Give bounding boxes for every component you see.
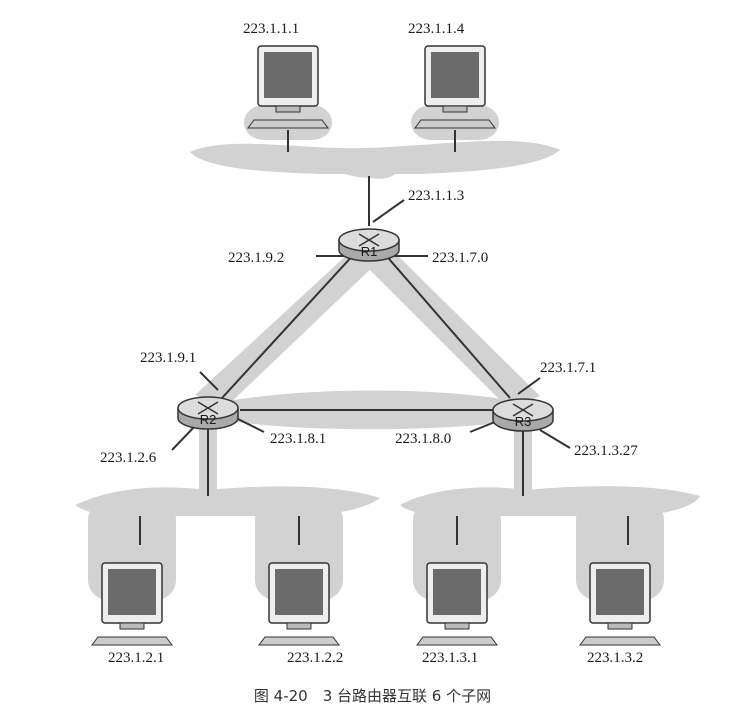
- host-computer-h3: [91, 562, 173, 646]
- host-label-h3: 223.1.2.1: [108, 650, 164, 666]
- host-computer-h6: [579, 562, 661, 646]
- subnet-1-shape: [190, 140, 560, 179]
- pointer-r3-r1: [517, 377, 541, 395]
- host-computer-h2: [414, 45, 496, 129]
- router-arrows-icon: [358, 233, 380, 247]
- screen-icon: [108, 569, 156, 615]
- pointer-r2-r1: [199, 371, 219, 391]
- screen-icon: [264, 52, 312, 98]
- keyboard-icon: [258, 636, 340, 646]
- screen-icon: [275, 569, 323, 615]
- pointer-r3-lan: [539, 429, 571, 449]
- router-r1: R1: [338, 228, 400, 262]
- r2-to-r3-interface-label: 223.1.8.1: [270, 431, 326, 447]
- router-r3: R3: [492, 398, 554, 432]
- host-computer-h4: [258, 562, 340, 646]
- r3-to-r1-interface-label: 223.1.7.1: [540, 360, 596, 376]
- keyboard-icon: [416, 636, 498, 646]
- figure-caption: 图 4-20 3 台路由器互联 6 个子网: [253, 687, 492, 705]
- monitor-stand-icon: [119, 622, 145, 630]
- wire-r1-r3: [382, 251, 511, 399]
- host-computer-h5: [416, 562, 498, 646]
- screen-icon: [431, 52, 479, 98]
- r2-lan-interface-label: 223.1.2.6: [100, 450, 157, 466]
- pointer-r1-lan: [372, 199, 405, 223]
- monitor-stand-icon: [444, 622, 470, 630]
- monitor-stand-icon: [607, 622, 633, 630]
- router-label-r3: R3: [515, 414, 532, 429]
- r2-to-r1-interface-label: 223.1.9.1: [140, 350, 196, 366]
- host-label-h2: 223.1.1.4: [408, 21, 465, 37]
- keyboard-icon: [247, 119, 329, 129]
- router-r2: R2: [177, 396, 239, 430]
- router-arrows-icon: [512, 403, 534, 417]
- pointer-r2-r3: [235, 417, 265, 433]
- r1-lan-interface-label: 223.1.1.3: [408, 188, 464, 204]
- r3-to-r2-interface-label: 223.1.8.0: [395, 431, 451, 447]
- r1-to-r3-interface-label: 223.1.7.0: [432, 250, 488, 266]
- keyboard-icon: [91, 636, 173, 646]
- host-label-h4: 223.1.2.2: [287, 650, 343, 666]
- screen-icon: [596, 569, 644, 615]
- router-label-r1: R1: [361, 244, 378, 259]
- router-arrows-icon: [197, 401, 219, 415]
- host-label-h5: 223.1.3.1: [422, 650, 478, 666]
- screen-icon: [433, 569, 481, 615]
- wire-r1-r2: [221, 251, 357, 399]
- router-label-r2: R2: [200, 412, 217, 427]
- keyboard-icon: [579, 636, 661, 646]
- monitor-stand-icon: [442, 105, 468, 113]
- host-computer-h1: [247, 45, 329, 129]
- host-label-h6: 223.1.3.2: [587, 650, 643, 666]
- pointer-r2-lan: [171, 425, 196, 451]
- r1-to-r2-interface-label: 223.1.9.2: [228, 250, 284, 266]
- subnet-r1-r2-shape: [195, 252, 378, 408]
- r3-lan-interface-label: 223.1.3.27: [574, 443, 638, 459]
- monitor-stand-icon: [286, 622, 312, 630]
- keyboard-icon: [414, 119, 496, 129]
- host-label-h1: 223.1.1.1: [243, 21, 299, 37]
- monitor-stand-icon: [275, 105, 301, 113]
